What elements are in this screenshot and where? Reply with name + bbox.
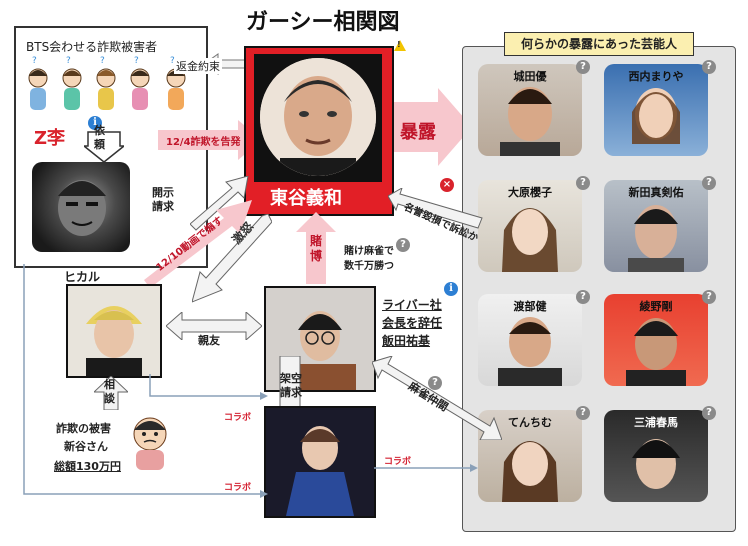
irai-arrow [84, 131, 124, 163]
disclosure-arrow [190, 176, 249, 231]
center-name: 東谷義和 [270, 188, 342, 209]
person-silhouette-icon [502, 441, 558, 502]
celeb-name: 新田真剣佑 [628, 186, 684, 199]
celeb-name: 西内まりや [628, 70, 684, 83]
person-silhouette-icon [632, 439, 680, 489]
zlee-photo [32, 162, 130, 252]
mahjong-bet-label: 賭け麻雀で 数千万勝つ [344, 246, 394, 272]
person-silhouette-icon [86, 306, 142, 376]
info-icon[interactable]: i [88, 116, 102, 130]
victim-3-icon [96, 68, 116, 110]
help-icon[interactable]: ? [428, 376, 442, 390]
fraud-accuse-label: 12/4詐欺を告発 [166, 137, 241, 148]
page-title: ガーシー相関図 [246, 10, 400, 35]
victim-question-3: ? [100, 56, 105, 66]
celeb-name: 綾野剛 [639, 300, 673, 313]
warning-mark: ! [397, 40, 401, 49]
zlee-name: Z李 [34, 128, 66, 149]
celebs-panel-title: 何らかの暴露にあった芸能人 [504, 32, 694, 56]
help-icon[interactable]: ? [576, 60, 590, 74]
raiba-line-2: 会長を辞任 [382, 316, 443, 330]
celeb-card-miura[interactable]: 三浦春馬 [604, 410, 708, 502]
victim-shintani-icon [133, 417, 167, 470]
soudan-label: 相 談 [104, 378, 115, 405]
celeb-name: 三浦春馬 [634, 416, 678, 429]
victim-2-icon [62, 68, 82, 110]
victim-line-3: 総額130万円 [54, 460, 121, 473]
person-silhouette-icon [498, 317, 562, 386]
celeb-card-arata[interactable]: 新田真剣佑 [604, 180, 708, 272]
person-silhouette-icon [626, 318, 686, 386]
gambling-arrow [296, 212, 336, 284]
celeb-card-nishiuchi[interactable]: 西内まりや [604, 64, 708, 156]
exposure-arrow [394, 88, 472, 166]
gekido-arrow [192, 214, 272, 303]
mahjong-friend-arrow [372, 356, 502, 440]
video-arrow [144, 200, 252, 288]
raiba-line-1: ライバー社 [382, 298, 442, 312]
bottom-person-photo [264, 406, 376, 518]
shinyu-arrow [166, 312, 262, 340]
help-icon[interactable]: ? [576, 406, 590, 420]
bts-victims-title: BTS会わせる詐欺被害者 [26, 40, 158, 54]
kaku-seikyu-label: 架空 請求 [280, 372, 302, 399]
person-silhouette-icon [632, 88, 680, 144]
celeb-card-ohara[interactable]: 大原櫻子 [478, 180, 582, 272]
center-face-icon [260, 58, 376, 176]
help-icon[interactable]: ? [702, 406, 716, 420]
info-icon[interactable]: i [444, 282, 458, 296]
fraud-accuse-arrow [158, 120, 262, 160]
colabo-label-3: コラボ [384, 457, 412, 467]
exposure-label: 暴露 [400, 122, 436, 143]
victim-line-1: 詐欺の被害 [56, 422, 111, 435]
gambling-label: 賭 博 [310, 234, 323, 263]
defamation-arrow [388, 188, 483, 229]
victim-4-icon [130, 68, 150, 110]
center-photo [260, 58, 376, 176]
help-icon[interactable]: ? [702, 176, 716, 190]
refund-label: 返金約束 [174, 58, 222, 74]
hikaru-photo [66, 284, 162, 378]
victim-question-5: ? [170, 56, 175, 66]
help-icon[interactable]: ? [396, 238, 410, 252]
colabo-label-2: コラボ [224, 483, 252, 493]
soudan-arrow [94, 376, 128, 410]
help-icon[interactable]: ? [576, 290, 590, 304]
victim-line-2: 新谷さん [64, 440, 108, 453]
person-silhouette-icon [502, 208, 558, 272]
celeb-name: 大原櫻子 [508, 186, 552, 199]
hikaru-label: ヒカル [64, 270, 101, 284]
victim-1-icon [28, 68, 48, 110]
raiba-line-3: 飯田祐基 [382, 334, 431, 348]
celeb-card-ayano[interactable]: 綾野剛 [604, 294, 708, 386]
help-icon[interactable]: ? [576, 176, 590, 190]
victim-question-2: ? [66, 56, 71, 66]
zlee-face-icon [58, 180, 106, 236]
shinyu-label: 親友 [198, 334, 220, 347]
disclosure-label: 開示 請求 [152, 186, 174, 213]
victim-question-4: ? [134, 56, 139, 66]
colabo-label-1: コラボ [224, 413, 252, 423]
irai-label: 依 頼 [94, 124, 105, 151]
person-silhouette-icon [286, 426, 354, 516]
person-silhouette-icon [628, 205, 684, 272]
celeb-card-watabe[interactable]: 渡部健 [478, 294, 582, 386]
celeb-card-shirota[interactable]: 城田優 [478, 64, 582, 156]
cross-icon: × [440, 178, 454, 192]
person-silhouette-icon [500, 87, 560, 156]
celeb-name: てんちむ [508, 416, 552, 429]
celeb-name: 渡部健 [513, 300, 547, 313]
help-icon[interactable]: ? [702, 60, 716, 74]
help-icon[interactable]: ? [702, 290, 716, 304]
celeb-name: 城田優 [513, 70, 547, 83]
victim-question-1: ? [32, 56, 37, 66]
warning-icon [394, 40, 406, 51]
